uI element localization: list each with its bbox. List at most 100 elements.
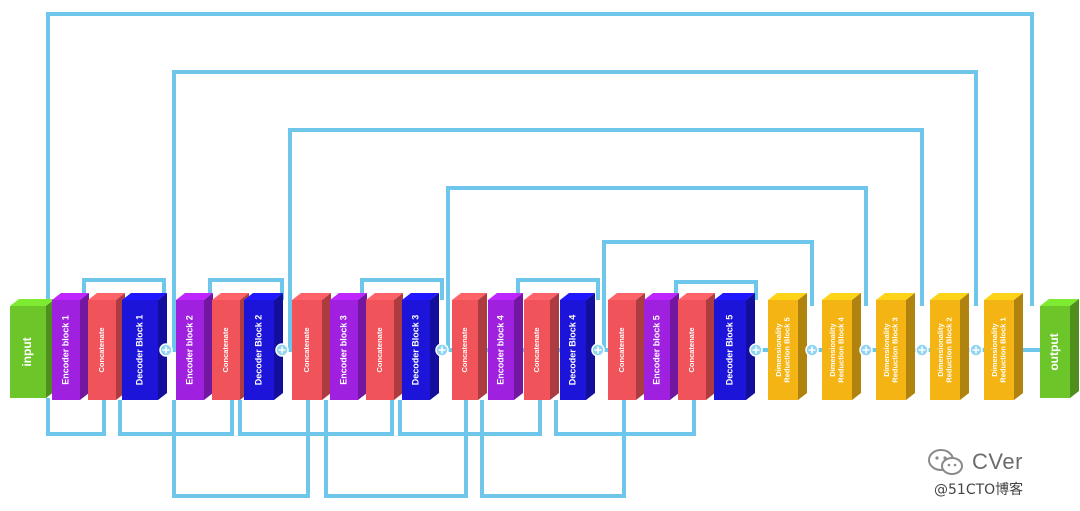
block-top-face <box>488 293 523 300</box>
block-top-face <box>678 293 715 300</box>
block-label: DimensionalityReduction Block 1 <box>990 317 1008 382</box>
plus-icon <box>752 346 760 354</box>
block-dec1: Decoder Block 1 <box>122 293 167 400</box>
block-side-face <box>798 293 807 400</box>
block-top-face <box>212 293 249 300</box>
block-cat8: Concatenate <box>678 293 715 400</box>
block-cat5: Concatenate <box>452 293 487 400</box>
plus-node-4 <box>591 343 605 357</box>
block-side-face <box>636 293 645 400</box>
plus-icon <box>162 346 170 354</box>
block-cat4: Concatenate <box>366 293 403 400</box>
block-top-face <box>330 293 367 300</box>
block-top-face <box>366 293 403 300</box>
plus-icon <box>918 346 926 354</box>
block-label: Encoder block 2 <box>184 315 194 385</box>
block-top-face <box>876 293 915 300</box>
block-front-face <box>876 300 906 400</box>
block-front-face <box>984 300 1014 400</box>
bottom-link-6 <box>398 400 542 436</box>
plus-icon <box>594 346 602 354</box>
block-side-face <box>706 293 715 400</box>
block-top-face <box>714 293 755 300</box>
block-label: Decoder Block 3 <box>410 315 420 386</box>
block-label: DimensionalityReduction Block 3 <box>882 317 900 382</box>
block-side-face <box>550 293 559 400</box>
block-top-face <box>930 293 969 300</box>
block-front-face <box>292 300 322 400</box>
skip-connection-dec3-red3 <box>446 186 868 350</box>
block-side-face <box>358 293 367 400</box>
block-side-face <box>960 293 969 400</box>
block-label: Concatenate <box>302 327 311 372</box>
block-front-face <box>644 300 670 400</box>
block-label: Concatenate <box>221 327 230 372</box>
plus-icon <box>438 346 446 354</box>
block-side-face <box>204 293 213 400</box>
block-top-face <box>52 293 89 300</box>
plus-icon <box>862 346 870 354</box>
block-label: Concatenate <box>532 327 541 372</box>
block-label: Decoder Block 5 <box>724 315 734 386</box>
block-front-face <box>608 300 636 400</box>
block-front-face <box>714 300 746 400</box>
block-side-face <box>430 293 439 400</box>
block-red2: DimensionalityReduction Block 2 <box>930 293 969 400</box>
plus-icon <box>278 346 286 354</box>
block-top-face <box>452 293 487 300</box>
block-top-face <box>176 293 213 300</box>
skip-arc-enc5-dec5 <box>674 280 758 300</box>
skip-arc-enc1-dec1 <box>82 278 166 300</box>
plus-node-2 <box>275 343 289 357</box>
block-front-face <box>244 300 274 400</box>
block-dec2: Decoder Block 2 <box>244 293 283 400</box>
block-front-face <box>366 300 394 400</box>
block-label: Decoder Block 2 <box>253 315 263 386</box>
bottom-link-5 <box>324 400 468 498</box>
plus-icon <box>972 346 980 354</box>
block-enc4: Encoder block 4 <box>488 293 523 400</box>
block-top-face <box>984 293 1023 300</box>
block-red5: DimensionalityReduction Block 5 <box>768 293 807 400</box>
skip-arc-enc4-dec4 <box>516 278 600 300</box>
block-cat7: Concatenate <box>608 293 645 400</box>
block-front-face <box>678 300 706 400</box>
block-red4: DimensionalityReduction Block 4 <box>822 293 861 400</box>
block-top-face <box>122 293 167 300</box>
block-front-face <box>176 300 204 400</box>
block-cat1: Concatenate <box>88 293 125 400</box>
block-red3: DimensionalityReduction Block 3 <box>876 293 915 400</box>
block-front-face <box>10 306 46 398</box>
block-dec4: Decoder Block 4 <box>560 293 595 400</box>
block-label: Concatenate <box>375 327 384 372</box>
block-label: Concatenate <box>617 327 626 372</box>
bottom-skip-connections <box>46 398 696 498</box>
block-top-face <box>644 293 679 300</box>
block-label: Encoder block 3 <box>338 315 348 385</box>
block-label: Encoder block 5 <box>651 315 661 385</box>
block-top-face <box>822 293 861 300</box>
block-front-face <box>122 300 158 400</box>
block-front-face <box>330 300 358 400</box>
block-side-face <box>852 293 861 400</box>
plus-node-6 <box>805 343 819 357</box>
block-label: DimensionalityReduction Block 2 <box>936 317 954 382</box>
skip-connection-dec2-red2 <box>288 128 924 350</box>
skip-arc-enc2-dec2 <box>208 278 284 300</box>
block-side-face <box>1014 293 1023 400</box>
block-top-face <box>768 293 807 300</box>
block-label: output <box>1047 333 1061 370</box>
block-front-face <box>452 300 478 400</box>
block-label: DimensionalityReduction Block 4 <box>828 316 846 382</box>
watermark: CVer @51CTO博客 <box>926 447 1066 503</box>
block-front-face <box>88 300 116 400</box>
block-dec5: Decoder Block 5 <box>714 293 755 400</box>
block-output: output <box>1040 299 1079 398</box>
skip-arc-enc3-dec3 <box>360 278 444 300</box>
block-front-face <box>930 300 960 400</box>
block-side-face <box>906 293 915 400</box>
plus-node-8 <box>915 343 929 357</box>
block-enc1: Encoder block 1 <box>52 293 89 400</box>
block-enc3: Encoder block 3 <box>330 293 367 400</box>
block-red1: DimensionalityReduction Block 1 <box>984 293 1023 400</box>
